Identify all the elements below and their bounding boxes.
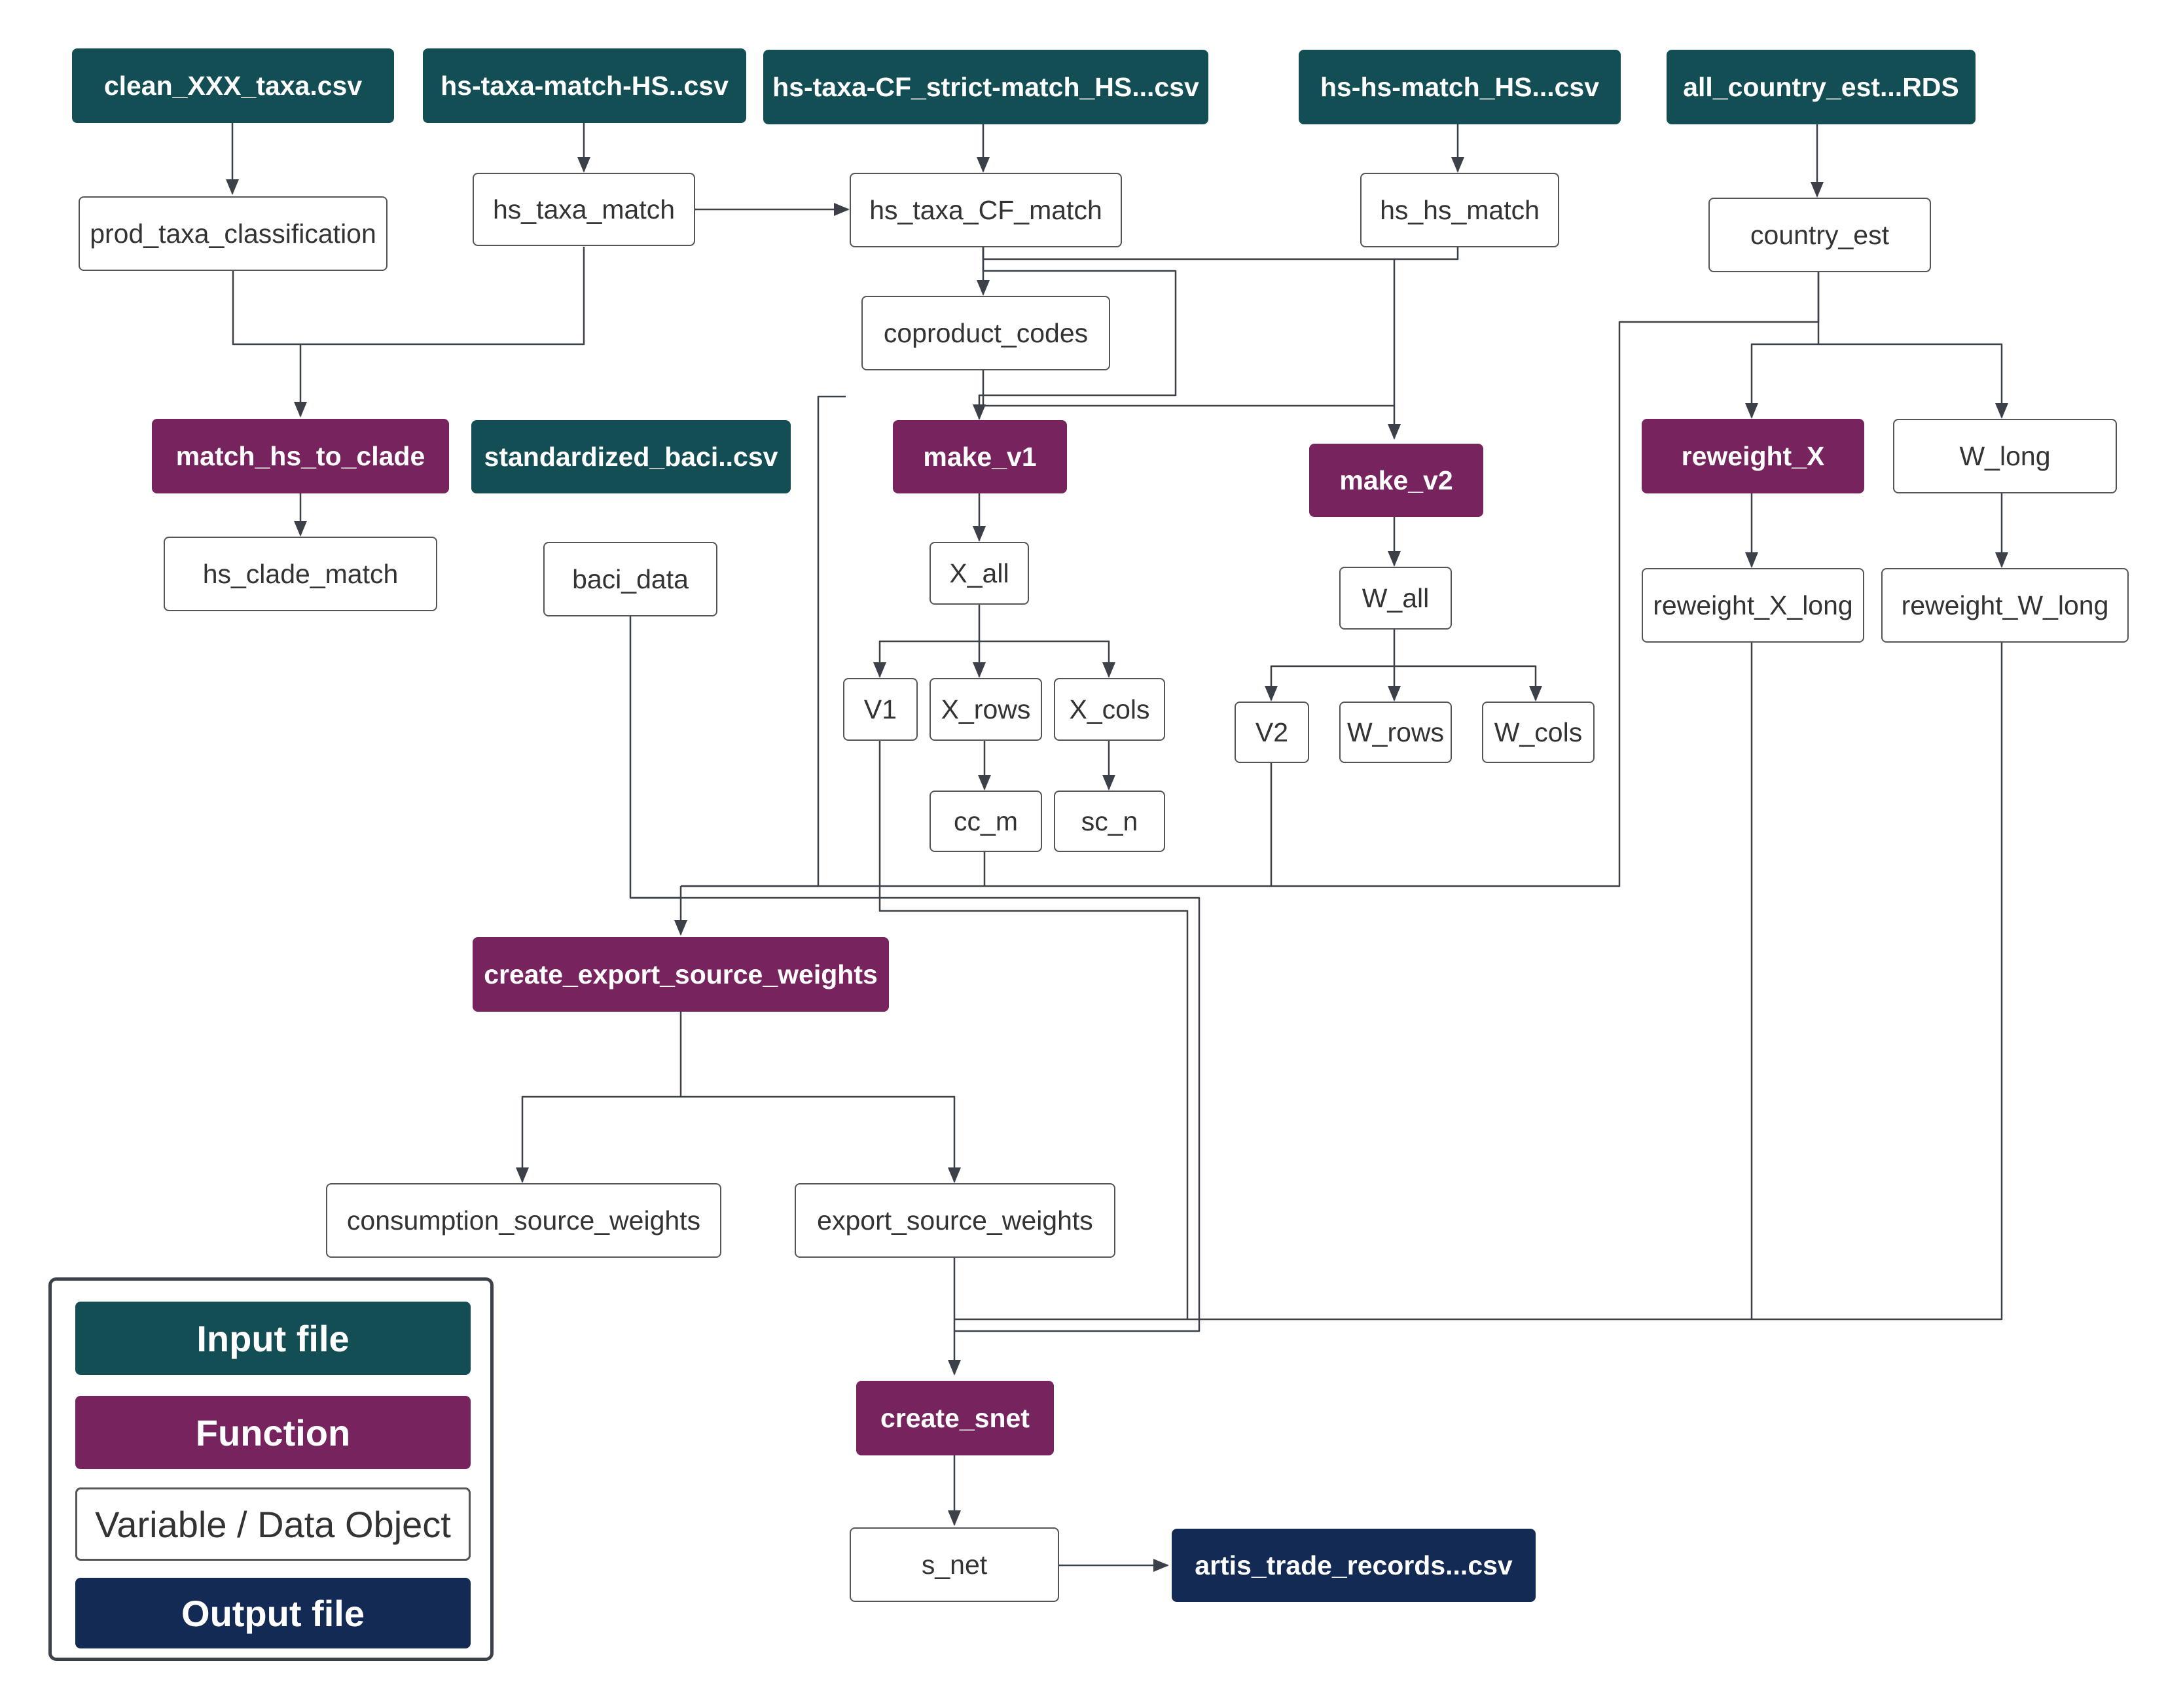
var-v1: V1	[843, 678, 918, 741]
edge-v1-to-create-snet	[878, 741, 1189, 1321]
edge-cc-m-to-create-esw	[681, 852, 986, 887]
legend-input-file: Input file	[75, 1302, 471, 1375]
output-file-artis-trade-records: artis_trade_records...csv	[1172, 1529, 1536, 1602]
function-reweight-x: reweight_X	[1642, 419, 1864, 493]
edge-x-all-to-x-cols	[979, 640, 1115, 678]
var-hs-taxa-cf-match: hs_taxa_CF_match	[850, 173, 1122, 247]
edge-w-all-to-v2	[1265, 665, 1394, 702]
var-w-all: W_all	[1339, 567, 1452, 630]
function-make-v1: make_v1	[893, 420, 1067, 493]
var-x-rows: X_rows	[930, 678, 1042, 741]
edge-create-esw-to-consumption	[516, 1012, 682, 1183]
edge-country-to-create-esw	[1271, 272, 1820, 887]
input-file-hs-hs-match: hs-hs-match_HS...csv	[1299, 50, 1621, 124]
var-country-est: country_est	[1708, 198, 1931, 272]
edge-cf-match-loop-to-make-v1	[982, 247, 1177, 397]
edge-prod-taxa-to-match-clade	[232, 247, 585, 346]
legend-variable: Variable / Data Object	[75, 1487, 471, 1561]
var-x-all: X_all	[930, 542, 1029, 605]
edge-country-to-w-long	[1818, 343, 2008, 419]
edge-country-to-reweight-x	[1745, 272, 1820, 419]
edge-hs-hs-match-to-make-v2	[1394, 247, 1459, 260]
var-consumption-source-weights: consumption_source_weights	[326, 1183, 721, 1258]
var-w-rows: W_rows	[1339, 702, 1452, 763]
edge-baci-to-create-esw	[629, 616, 681, 899]
legend: Input file Function Variable / Data Obje…	[48, 1277, 494, 1661]
var-hs-clade-match: hs_clade_match	[164, 537, 437, 611]
edge-baci-to-create-snet	[630, 897, 1200, 1332]
edge-reweight-w-long-to-create-snet	[1752, 643, 2003, 1321]
var-coproduct-codes: coproduct_codes	[861, 296, 1110, 370]
var-v2: V2	[1235, 702, 1309, 763]
var-w-cols: W_cols	[1482, 702, 1595, 763]
edge-w-all-to-w-cols	[1394, 665, 1542, 702]
input-file-standardized-baci: standardized_baci..csv	[471, 420, 791, 493]
var-reweight-w-long: reweight_W_long	[1881, 568, 2129, 643]
var-w-long: W_long	[1893, 419, 2117, 493]
var-reweight-x-long: reweight_X_long	[1642, 568, 1864, 643]
function-match-hs-to-clade: match_hs_to_clade	[152, 419, 449, 493]
edge-coproduct-to-make-v2	[982, 395, 1394, 407]
var-sc-n: sc_n	[1054, 791, 1165, 852]
var-s-net: s_net	[850, 1527, 1059, 1602]
var-x-cols: X_cols	[1054, 678, 1165, 741]
legend-output-file: Output file	[75, 1578, 471, 1648]
legend-function: Function	[75, 1396, 471, 1469]
function-create-snet: create_snet	[856, 1381, 1054, 1455]
var-baci-data: baci_data	[543, 542, 717, 616]
var-hs-hs-match: hs_hs_match	[1360, 173, 1559, 247]
var-hs-taxa-match: hs_taxa_match	[473, 173, 695, 246]
input-file-clean-taxa: clean_XXX_taxa.csv	[72, 48, 394, 123]
edge-coproduct-to-make-v1	[973, 370, 986, 420]
input-file-hs-taxa-match: hs-taxa-match-HS..csv	[423, 48, 746, 123]
var-export-source-weights: export_source_weights	[795, 1183, 1115, 1258]
var-cc-m: cc_m	[930, 791, 1042, 852]
edge-cf-match-to-make-v2	[982, 247, 1401, 440]
input-file-hs-taxa-cf-strict: hs-taxa-CF_strict-match_HS...csv	[763, 50, 1208, 124]
edge-create-esw-to-export	[681, 1095, 961, 1183]
var-prod-taxa-classification: prod_taxa_classification	[79, 196, 388, 271]
function-make-v2: make_v2	[1309, 444, 1483, 517]
edge-x-all-to-v1	[873, 640, 979, 678]
function-create-export-source-weights: create_export_source_weights	[473, 937, 889, 1012]
input-file-all-country-est: all_country_est...RDS	[1667, 50, 1976, 124]
